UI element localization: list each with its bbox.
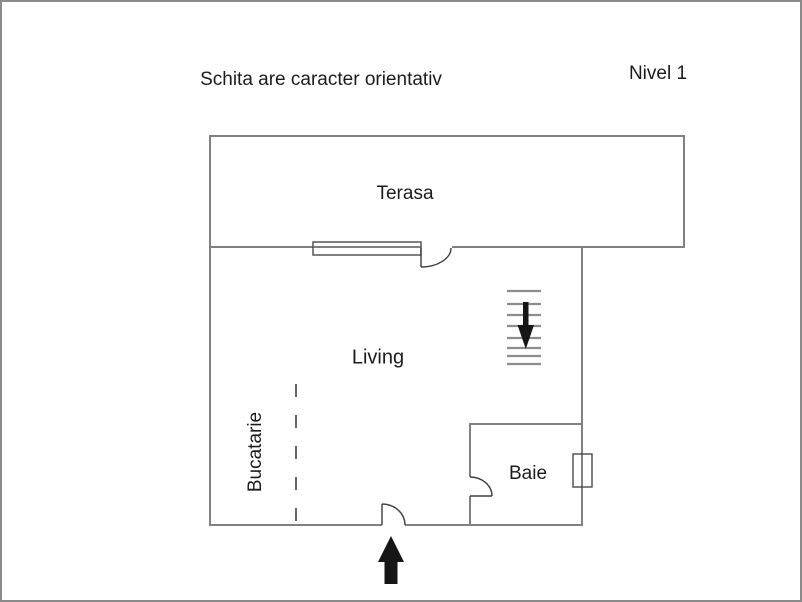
room-label-terasa: Terasa bbox=[376, 183, 434, 204]
baie-window-icon bbox=[572, 453, 593, 488]
page-title: Schita are caracter orientativ bbox=[200, 69, 442, 90]
entrance-up-arrow-icon bbox=[378, 536, 404, 584]
level-label: Nivel 1 bbox=[628, 63, 688, 84]
room-label-living: Living bbox=[351, 346, 405, 369]
room-label-bucatarie: Bucatarie bbox=[245, 411, 266, 493]
terasa-door-icon bbox=[420, 247, 452, 268]
baie-door-icon bbox=[469, 476, 493, 497]
walls bbox=[209, 135, 685, 526]
terasa-window-icon bbox=[312, 241, 422, 256]
doors bbox=[381, 247, 493, 526]
entrance-door-icon bbox=[381, 503, 406, 526]
stairs-down-arrow-icon bbox=[517, 302, 534, 349]
room-label-baie: Baie bbox=[508, 463, 548, 484]
